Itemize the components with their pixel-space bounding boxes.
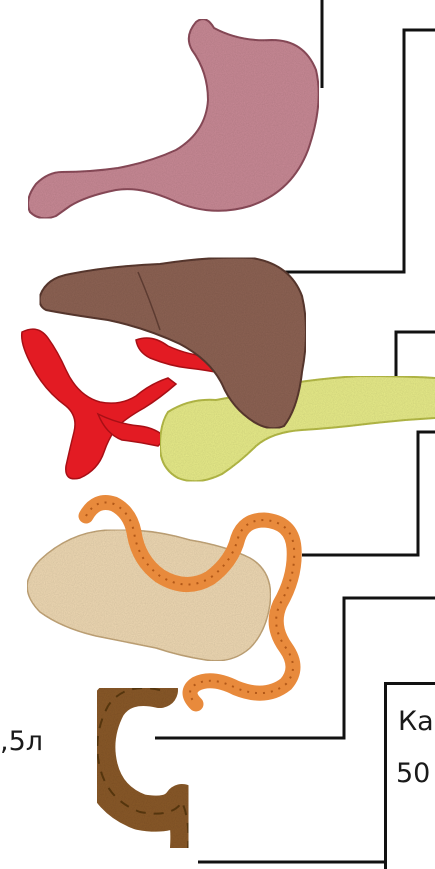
leader-line-pancreas bbox=[396, 332, 435, 378]
info-box-line-1: Ка bbox=[398, 708, 434, 735]
colon-shape bbox=[97, 688, 188, 848]
leader-line-small-intestine bbox=[302, 432, 435, 555]
stomach-shape bbox=[28, 19, 319, 218]
info-box-line-2: 50 bbox=[396, 760, 430, 787]
volume-label: ,5л bbox=[0, 728, 43, 755]
